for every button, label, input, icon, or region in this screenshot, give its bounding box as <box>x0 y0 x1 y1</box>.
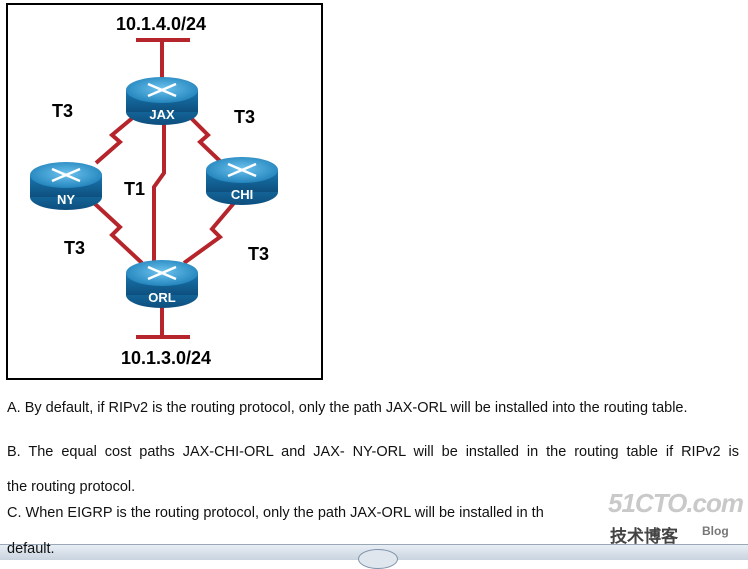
link-chi-orl <box>182 201 236 265</box>
link-label-chi-orl: T3 <box>248 244 269 264</box>
link-label-ny-orl: T3 <box>64 238 85 258</box>
subnet-top-segment <box>136 38 190 83</box>
router-arrows-icon <box>147 82 177 98</box>
link-jax-orl <box>152 123 166 267</box>
watermark-site: 51CTO.com <box>608 488 744 518</box>
router-label-chi: CHI <box>231 187 253 202</box>
router-chi: CHI <box>206 157 278 205</box>
scrollbar-bottom[interactable] <box>0 544 748 569</box>
router-jax: JAX <box>126 77 198 125</box>
link-jax-chi <box>186 113 224 165</box>
link-ny-orl <box>92 201 144 265</box>
option-a: A. By default, if RIPv2 is the routing p… <box>7 400 688 416</box>
router-arrows-icon <box>147 265 177 281</box>
router-arrows-icon <box>51 167 81 183</box>
subnet-bottom-segment <box>136 303 190 339</box>
router-arrows-icon <box>227 162 257 178</box>
link-label-jax-chi: T3 <box>234 107 255 127</box>
option-b-line1: B. The equal cost paths JAX-CHI-ORL and … <box>7 444 739 460</box>
router-label-orl: ORL <box>148 290 176 305</box>
option-c-line2: default. <box>7 541 55 557</box>
subnet-top-label: 10.1.4.0/24 <box>116 14 206 34</box>
router-orl: ORL <box>126 260 198 308</box>
router-label-jax: JAX <box>149 107 175 122</box>
subnet-bottom-label: 10.1.3.0/24 <box>121 348 211 368</box>
link-jax-ny <box>94 113 138 165</box>
link-label-jax-orl: T1 <box>124 179 145 199</box>
watermark-sub: 技术博客 <box>610 527 678 547</box>
watermark-logo: 51CTO.com 技术博客 Blog <box>608 488 744 547</box>
topology-svg: JAX NY CHI ORL <box>30 14 278 368</box>
network-diagram: JAX NY CHI ORL <box>6 3 323 380</box>
option-b: B. The equal cost paths JAX-CHI-ORL and … <box>7 435 739 505</box>
router-ny: NY <box>30 162 102 210</box>
link-label-jax-ny: T3 <box>52 101 73 121</box>
watermark-blog: Blog <box>702 524 729 538</box>
option-c: C. When EIGRP is the routing protocol, o… <box>7 505 544 521</box>
option-b-line2: the routing protocol. <box>7 479 136 495</box>
router-label-ny: NY <box>57 192 75 207</box>
scroll-handle[interactable] <box>358 549 398 569</box>
